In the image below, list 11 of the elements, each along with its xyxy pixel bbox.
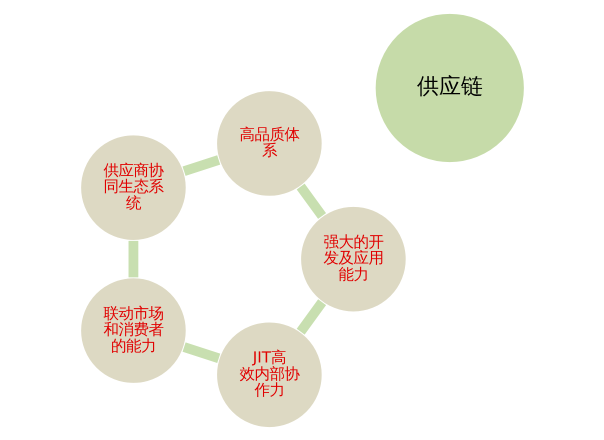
connector xyxy=(182,154,220,176)
connector xyxy=(182,342,220,362)
node-circle: 供应链 xyxy=(374,12,524,163)
node-circle: 强大的开发及应用能力 xyxy=(300,205,406,312)
node-circle: 供应商协同生态系统 xyxy=(80,134,186,241)
node-circle: 联动市场和消费者的能力 xyxy=(80,276,186,384)
node-circle: JIT高效内部协作力 xyxy=(215,320,322,428)
connector xyxy=(296,183,326,218)
connector xyxy=(128,240,138,277)
connector xyxy=(296,298,326,334)
node-circle: 高品质体系 xyxy=(215,90,322,196)
